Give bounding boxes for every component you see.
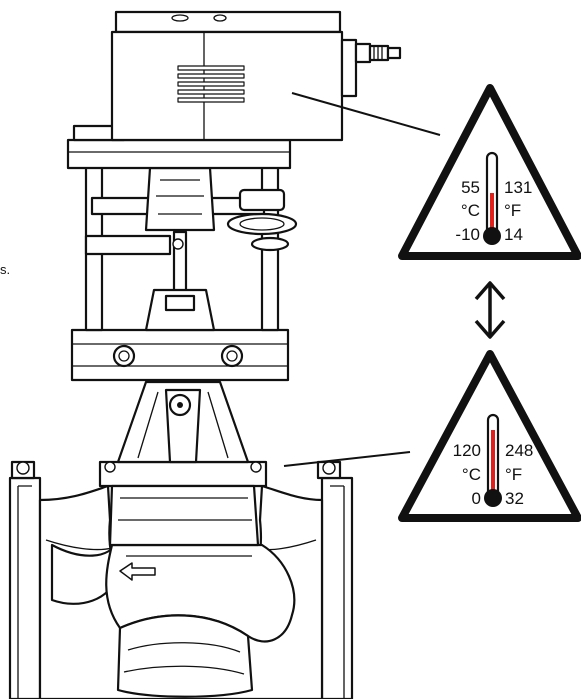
actuator-columns xyxy=(84,152,298,332)
actuator-housing xyxy=(66,10,402,170)
upper-celsius-min: -10 xyxy=(455,225,480,244)
lower-fahrenheit-unit: °F xyxy=(505,465,522,484)
right-mount-screw xyxy=(220,344,244,368)
flow-arrow-icon xyxy=(119,562,156,581)
upper-celsius-max: 55 xyxy=(461,178,480,197)
upper-fahrenheit-max: 131 xyxy=(504,178,532,197)
lower-leader-line xyxy=(283,451,411,467)
upper-fahrenheit-min: 14 xyxy=(504,225,523,244)
right-gland xyxy=(316,460,342,480)
coupling-plate xyxy=(70,328,290,382)
lower-temperature-label: 120 248 °C °F 0 32 xyxy=(398,350,581,522)
left-mount-screw xyxy=(112,344,136,368)
upper-temperature-label: 55 131 °C °F -10 14 xyxy=(398,84,581,260)
valve-yoke xyxy=(116,380,250,464)
vent-slots xyxy=(177,65,245,103)
manual-adjust-wheel xyxy=(226,188,298,252)
lower-celsius-unit: °C xyxy=(462,465,481,484)
thermometer-icon xyxy=(483,151,501,245)
valve-body xyxy=(8,460,354,699)
upper-celsius-unit: °C xyxy=(461,201,480,220)
double-arrow-icon xyxy=(474,281,506,339)
lower-fahrenheit-min: 32 xyxy=(505,489,524,508)
lower-fahrenheit-max: 248 xyxy=(505,441,533,460)
upper-fahrenheit-unit: °F xyxy=(504,201,521,220)
thermometer-icon xyxy=(484,413,502,507)
upper-leader-line xyxy=(291,92,441,136)
left-gland xyxy=(10,460,36,480)
cable-gland xyxy=(340,38,402,98)
edge-text: s. xyxy=(0,262,10,277)
lower-celsius-min: 0 xyxy=(472,489,481,508)
lower-celsius-max: 120 xyxy=(453,441,481,460)
